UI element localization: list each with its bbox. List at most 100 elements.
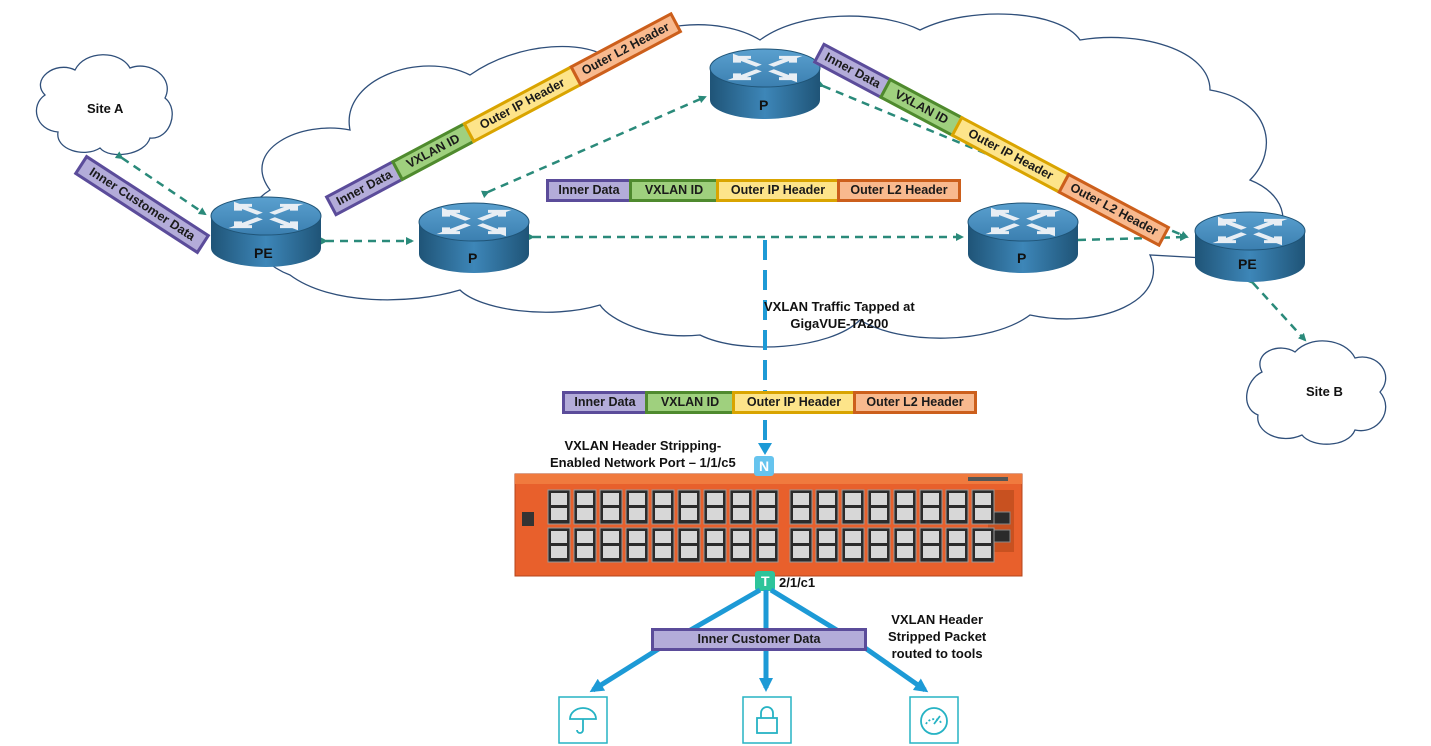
appliance-port-slot [603,508,619,520]
appliance-port-slot [577,546,593,558]
appliance-port-slot [871,508,887,520]
seg-outer-ip: Outer IP Header [716,179,840,202]
router-p-top [709,48,821,119]
gauge-icon [920,707,948,735]
appliance-port-slot [551,493,567,505]
appliance-port-slot [897,546,913,558]
appliance-port-slot [759,546,775,558]
tool-port-label: 2/1/c1 [779,575,816,590]
appliance-port-slot [655,546,671,558]
appliance-port-slot [871,546,887,558]
appliance-port-slot [681,546,697,558]
appliance-port-slot [871,493,887,505]
appliance-port-slot [949,508,965,520]
network-port-label-line2: Enabled Network Port – 1/1/c5 [550,455,736,470]
packet-horizontal-top: Inner Data VXLAN ID Outer IP Header Oute… [546,179,961,202]
appliance-port-slot [949,493,965,505]
appliance-port-slot [655,508,671,520]
appliance-port-slot [759,508,775,520]
appliance-port-slot [655,531,671,543]
appliance-port-slot [551,531,567,543]
router-p-top-label: P [759,97,769,113]
appliance-port-slot [923,493,939,505]
appliance-port-slot [681,508,697,520]
seg-inner-data: Inner Data [562,391,648,414]
router-pe-right [1194,211,1306,282]
appliance-port-slot [603,546,619,558]
appliance-port-slot [577,531,593,543]
appliance-port-slot [819,508,835,520]
appliance-port-slot [949,546,965,558]
appliance-port-slot [975,531,991,543]
appliance-port-slot [707,531,723,543]
port-t-badge [755,571,775,591]
port-n-letter: N [759,458,770,474]
router-p-mid-right [967,202,1079,273]
appliance-port-slot [603,531,619,543]
tool-umbrella [558,696,608,744]
appliance-port-slot [793,546,809,558]
stripped-label-line1: VXLAN Header [891,612,983,627]
appliance-port-slot [733,546,749,558]
seg-inner-data: Inner Data [546,179,632,202]
appliance-port-slot [923,508,939,520]
network-port-label-line1: VXLAN Header Stripping- [564,438,722,453]
network-port-label: VXLAN Header Stripping- Enabled Network … [550,437,736,471]
appliance-port-slot [629,531,645,543]
stripped-label-line2: Stripped Packet [888,629,987,644]
site-a-label: Site A [87,101,124,116]
appliance-port-slot [707,493,723,505]
appliance-port-slot [759,531,775,543]
appliance-port-slot [629,508,645,520]
tool-gauge [909,696,959,744]
tap-label-line1: VXLAN Traffic Tapped at [764,299,915,314]
stripped-label-line3: routed to tools [891,646,983,661]
appliance-port-slot [949,531,965,543]
appliance-port-slot [551,546,567,558]
appliance-port-slot [845,508,861,520]
appliance-port-slot [681,531,697,543]
site-b-cloud [1246,340,1387,445]
umbrella-icon [569,707,597,734]
appliance-port-slot [655,493,671,505]
appliance-port-slot [733,508,749,520]
appliance-port-slot [707,546,723,558]
router-pe-left-label: PE [254,245,273,261]
appliance-port-slot [551,508,567,520]
appliance-port-slot [629,493,645,505]
tool-lock [742,696,792,744]
appliance-port-slot [897,531,913,543]
seg-outer-l2: Outer L2 Header [837,179,961,202]
appliance-port-slot [759,493,775,505]
appliance-port-slot [897,508,913,520]
appliance-port-slot [923,531,939,543]
appliance-port-slot [629,546,645,558]
router-p-mid-left [418,202,530,273]
seg-vxlan-id: VXLAN ID [629,179,719,202]
seg-inner-customer-data: Inner Customer Data [651,628,867,651]
appliance-port-slot [733,531,749,543]
appliance-port-slot [845,493,861,505]
appliance-port-slot [819,546,835,558]
appliance-port-slot [577,493,593,505]
appliance-port-slot [897,493,913,505]
seg-outer-l2: Outer L2 Header [853,391,977,414]
appliance-port-slot [577,508,593,520]
appliance-port-slot [975,508,991,520]
appliance-port-slot [923,546,939,558]
router-p-mid-left-label: P [468,250,478,266]
provider-cloud [247,13,1284,348]
appliance-port-slot [707,508,723,520]
seg-vxlan-id: VXLAN ID [645,391,735,414]
appliance-port-slot [975,546,991,558]
router-p-mid-right-label: P [1017,250,1027,266]
appliance-port-slot [845,546,861,558]
router-pe-left [210,196,322,267]
port-n-badge [754,456,774,476]
stripped-label: VXLAN Header Stripped Packet routed to t… [888,611,986,662]
packet-stripped: Inner Customer Data [651,628,867,651]
appliance-ta200 [514,473,1023,577]
appliance-port-slot [793,493,809,505]
appliance-port-slot [793,508,809,520]
